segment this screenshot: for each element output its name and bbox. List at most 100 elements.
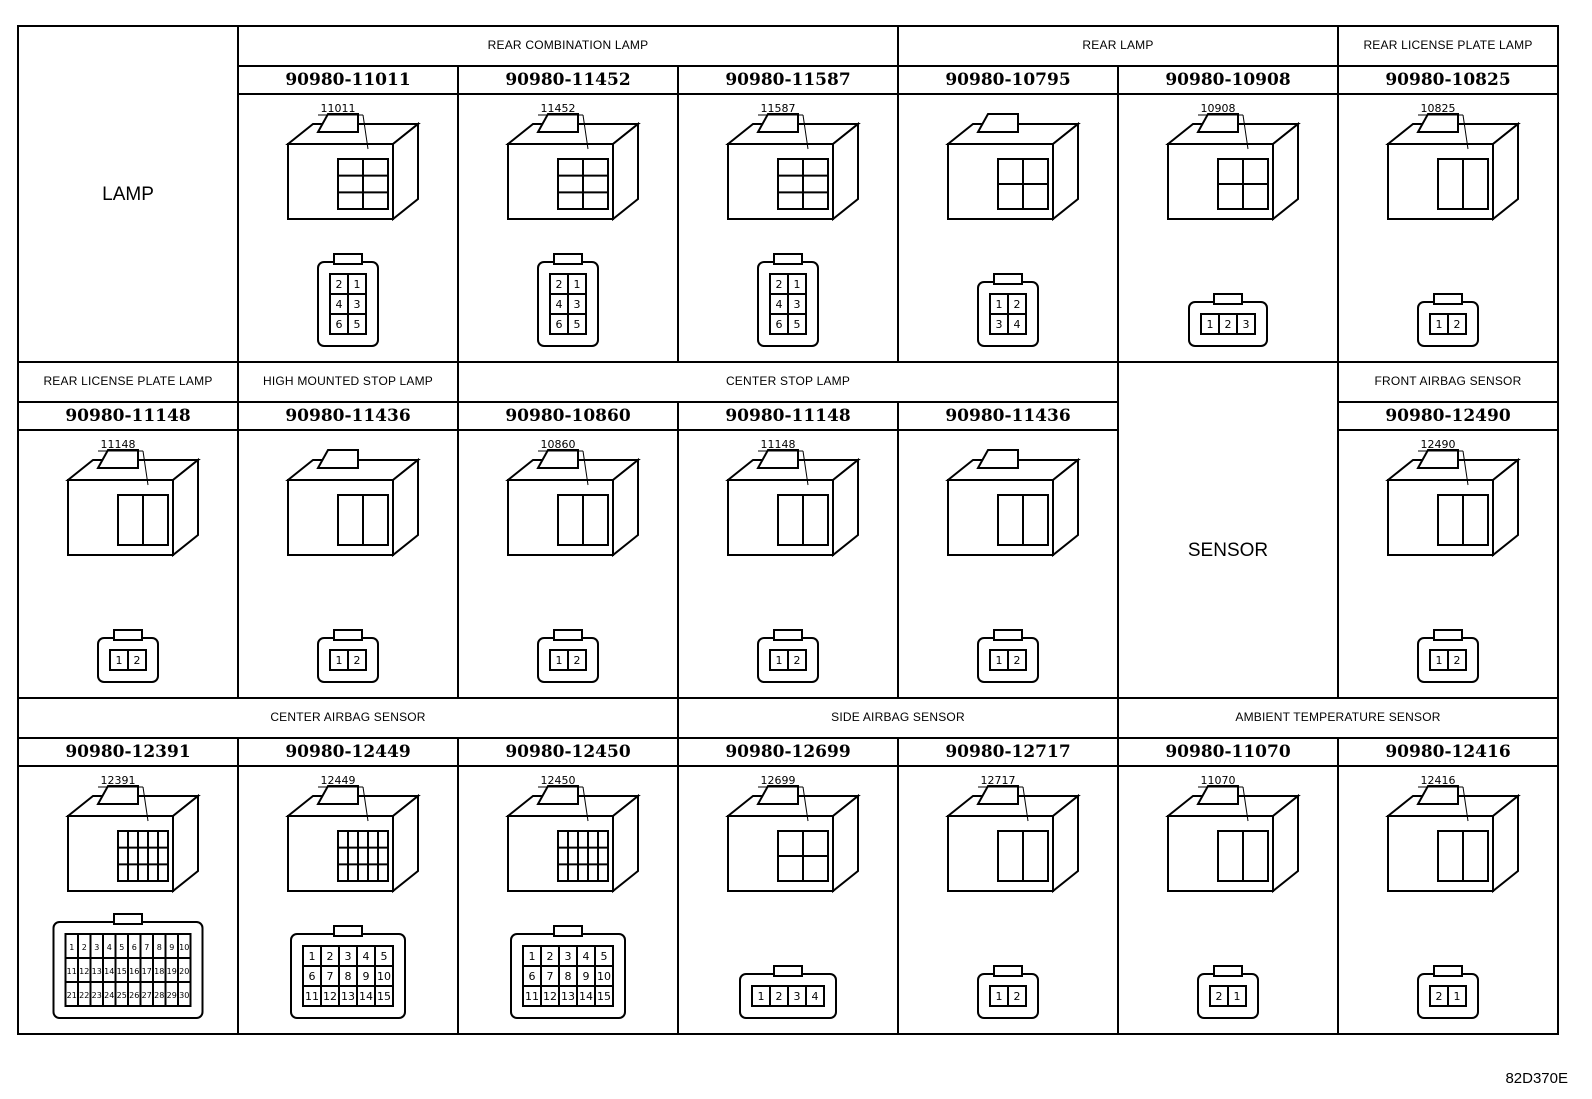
pin-label: 3: [94, 943, 99, 952]
connector-tag: 11011: [321, 102, 356, 115]
category-sensor: SENSOR: [1188, 540, 1268, 561]
pin-label: 2: [1216, 990, 1223, 1003]
pin-label: 2: [1014, 298, 1021, 311]
part-number: 90980-10860: [505, 406, 631, 426]
pin-label: 3: [794, 298, 801, 311]
connector-tag: 11452: [541, 102, 576, 115]
pin-label: 2: [327, 950, 334, 963]
connector-tag: 11148: [761, 438, 796, 451]
pin-label: 1: [1234, 990, 1241, 1003]
pin-label: 11: [305, 990, 319, 1003]
pin-label: 1: [996, 990, 1003, 1003]
pin-label: 7: [144, 943, 149, 952]
pin-label: 1: [116, 654, 123, 667]
pin-label: 12: [79, 967, 89, 976]
pin-label: 1: [529, 950, 536, 963]
pin-label: 28: [154, 991, 164, 1000]
pin-label: 2: [1454, 654, 1461, 667]
pin-label: 2: [1014, 990, 1021, 1003]
pin-label: 3: [574, 298, 581, 311]
pin-label: 1: [1454, 990, 1461, 1003]
part-number: 90980-11452: [505, 70, 630, 90]
pin-label: 5: [354, 318, 361, 331]
part-number: 90980-10908: [1165, 70, 1290, 90]
pin-label: 2: [574, 654, 581, 667]
pin-label: 14: [104, 967, 114, 976]
pin-label: 10: [377, 970, 391, 983]
connector-tag: 12391: [101, 774, 136, 787]
part-number: 90980-12449: [285, 742, 410, 762]
pin-label: 13: [341, 990, 355, 1003]
outer-frame: [17, 25, 1559, 1035]
pin-label: 6: [309, 970, 316, 983]
pin-label: 15: [377, 990, 391, 1003]
pin-label: 17: [142, 967, 152, 976]
reference-code: 82D370E: [1505, 1070, 1568, 1087]
pin-label: 11: [525, 990, 539, 1003]
pin-label: 26: [129, 991, 139, 1000]
pin-label: 1: [996, 654, 1003, 667]
pin-label: 4: [776, 298, 783, 311]
pin-label: 4: [812, 990, 819, 1003]
pin-label: 9: [169, 943, 174, 952]
part-number: 90980-11148: [65, 406, 190, 426]
pin-label: 27: [142, 991, 152, 1000]
pin-label: 4: [107, 943, 112, 952]
pin-label: 3: [996, 318, 1003, 331]
connector-tag: 10908: [1201, 102, 1236, 115]
pin-label: 2: [776, 990, 783, 1003]
part-number: 90980-11148: [725, 406, 850, 426]
pin-label: 12: [323, 990, 337, 1003]
connector-tag: 12699: [761, 774, 796, 787]
connector-tag: 10825: [1421, 102, 1456, 115]
pin-label: 3: [1243, 318, 1250, 331]
part-number: 90980-10825: [1385, 70, 1510, 90]
part-number: 90980-11070: [1165, 742, 1291, 762]
pin-label: 9: [583, 970, 590, 983]
pin-label: 8: [345, 970, 352, 983]
pin-label: 5: [794, 318, 801, 331]
pin-label: 4: [363, 950, 370, 963]
pin-label: 24: [104, 991, 114, 1000]
part-number: 90980-11587: [725, 70, 850, 90]
connector-tag: 11587: [761, 102, 796, 115]
pin-label: 22: [79, 991, 89, 1000]
pin-label: 4: [1014, 318, 1021, 331]
pin-label: 14: [359, 990, 373, 1003]
pin-label: 1: [996, 298, 1003, 311]
pin-label: 2: [1436, 990, 1443, 1003]
connector-tag: 12449: [321, 774, 356, 787]
pin-label: 1: [1207, 318, 1214, 331]
pin-label: 6: [529, 970, 536, 983]
pin-label: 3: [794, 990, 801, 1003]
pin-label: 1: [69, 943, 74, 952]
pin-label: 1: [574, 278, 581, 291]
part-number: 90980-12699: [725, 742, 850, 762]
pin-label: 20: [179, 967, 189, 976]
pin-label: 15: [117, 967, 127, 976]
pin-label: 7: [327, 970, 334, 983]
group-label-rear-license-plate-lamp-2: REAR LICENSE PLATE LAMP: [43, 374, 212, 388]
pin-label: 6: [336, 318, 343, 331]
pin-label: 2: [547, 950, 554, 963]
part-number: 90980-11436: [945, 406, 1070, 426]
part-number: 90980-11436: [285, 406, 410, 426]
group-label-rear-license-plate-lamp-1: REAR LICENSE PLATE LAMP: [1363, 38, 1532, 52]
pin-label: 2: [1014, 654, 1021, 667]
group-label-side-airbag-sensor: SIDE AIRBAG SENSOR: [831, 710, 965, 724]
